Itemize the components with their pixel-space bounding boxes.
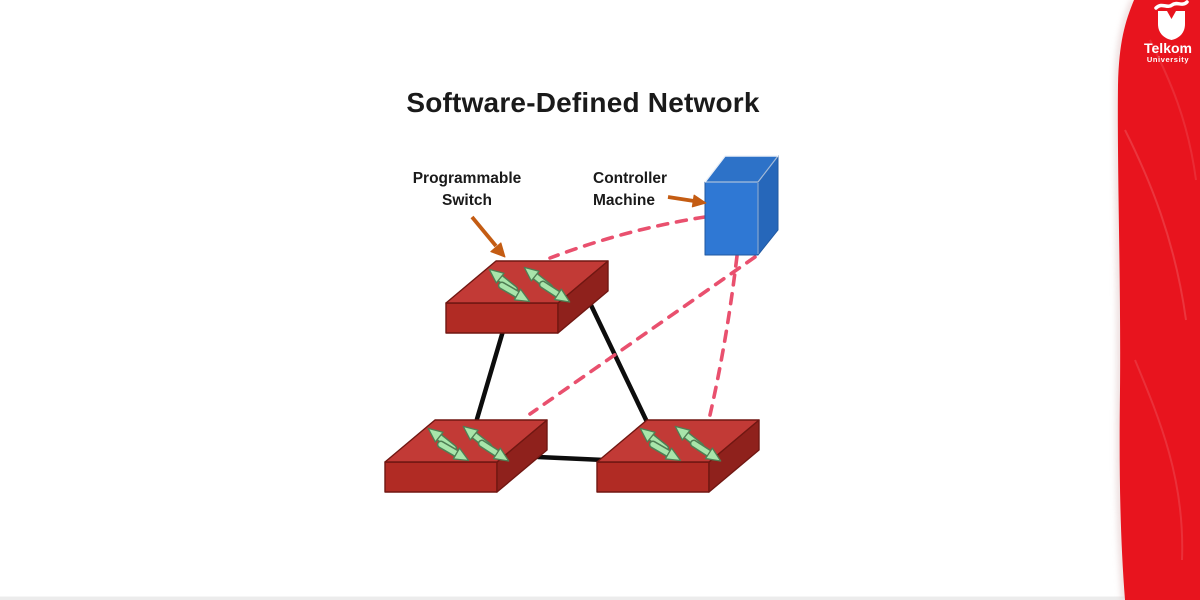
programmable-switch-top	[446, 261, 608, 333]
data-links	[474, 300, 651, 463]
telkom-logo-emblem	[1154, 0, 1189, 40]
controller-cube-front-face	[704, 181, 759, 256]
control-link-to-bottom-left-switch	[528, 255, 757, 416]
brand-ribbon	[1113, 0, 1200, 600]
logo-wave-icon	[1154, 0, 1189, 10]
data-link-top-to-bottom-right	[587, 300, 651, 427]
bottom-edge-strip	[0, 596, 1131, 600]
logo-shield-icon	[1158, 11, 1185, 40]
slide-title: Software-Defined Network	[406, 87, 760, 118]
control-link-to-top-switch	[548, 215, 707, 260]
data-link-bottom-left-to-bottom-right	[535, 454, 607, 463]
logo-text-university: University	[1146, 55, 1190, 64]
ribbon-shape	[1117, 0, 1200, 600]
programmable-switch-bottom-left	[385, 420, 547, 492]
label-controller-machine: Controller Machine	[593, 170, 668, 209]
control-links	[528, 215, 757, 417]
control-link-to-bottom-right-switch	[708, 254, 739, 417]
logo-text-telkom: Telkom	[1144, 40, 1192, 56]
label-programmable-switch: Programmable Switch	[412, 170, 522, 209]
data-link-top-to-bottom-left	[474, 328, 506, 422]
controller-cube	[704, 155, 779, 256]
pointer-arrow-switch	[470, 215, 506, 258]
logo-shield-notch	[1167, 11, 1176, 19]
pointer-arrow-controller	[667, 194, 707, 208]
programmable-switch-bottom-right	[597, 420, 759, 492]
